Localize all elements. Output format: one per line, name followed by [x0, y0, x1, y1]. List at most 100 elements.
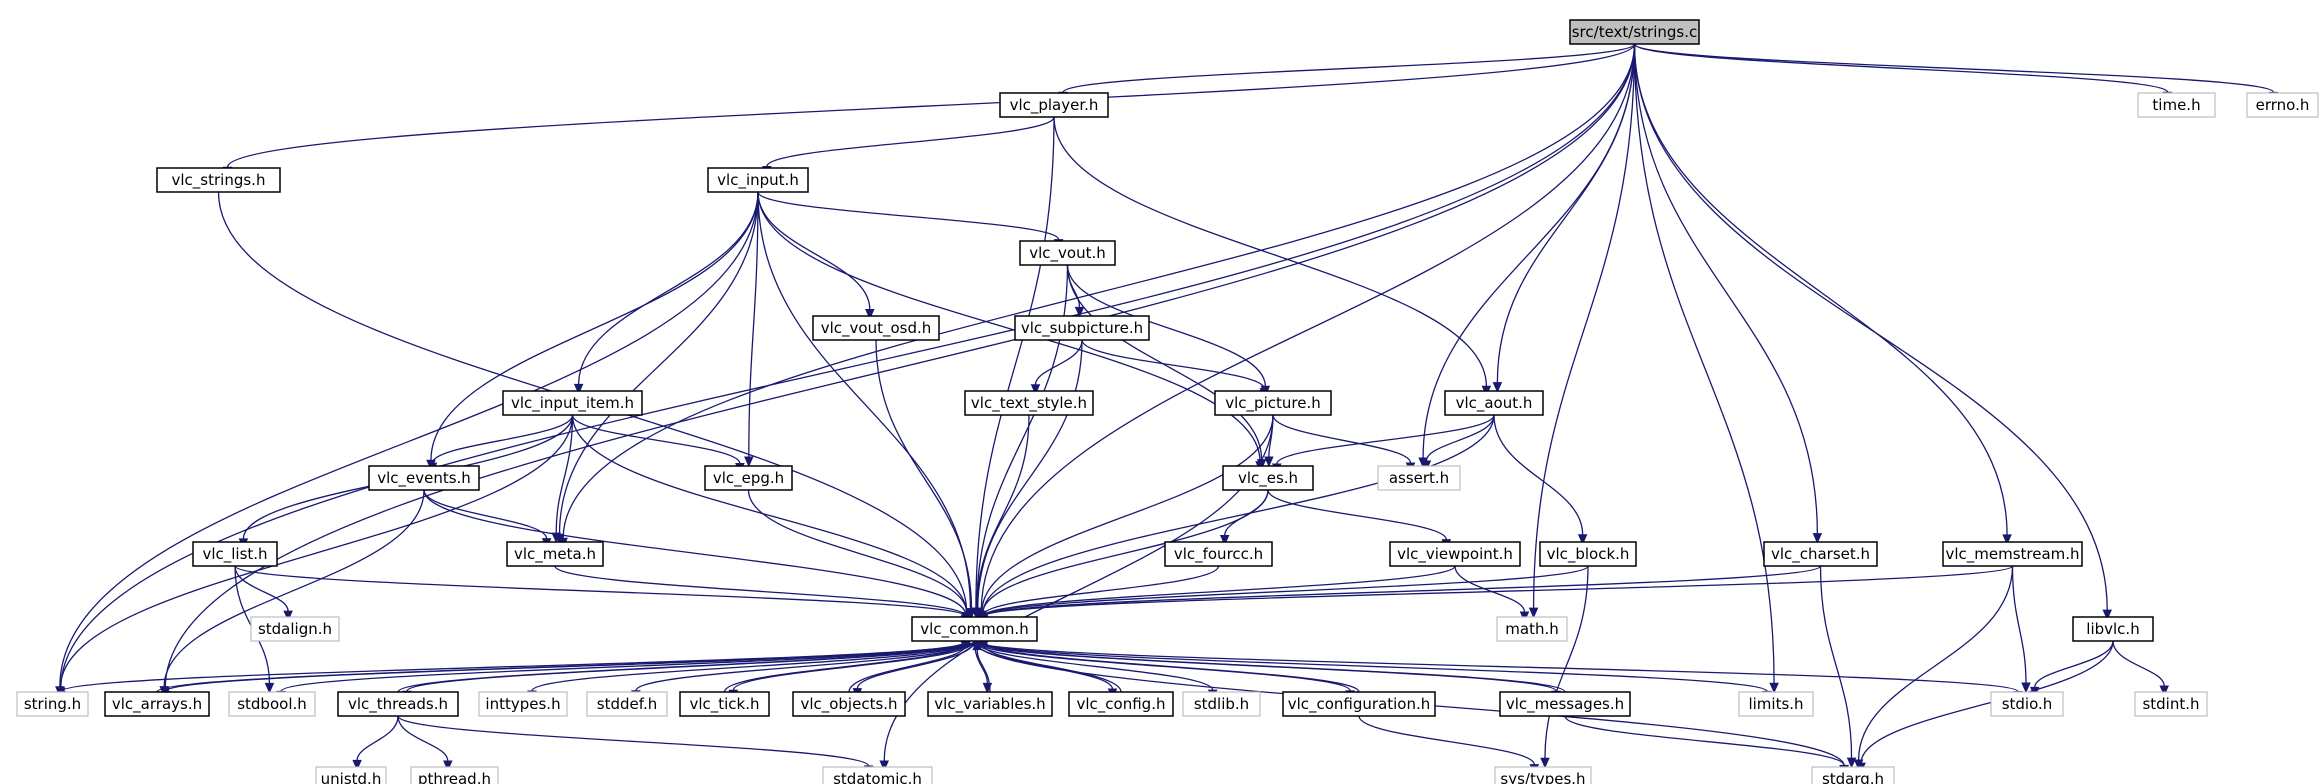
node-vlc-vout[interactable]: vlc_vout.h: [1019, 240, 1116, 266]
node-box: [679, 691, 770, 717]
edge-vlc_memstream-to-stdio_h: [2011, 565, 2031, 694]
node-vlc-objects[interactable]: vlc_objects.h: [792, 691, 906, 717]
node-vlc-messages[interactable]: vlc_messages.h: [1499, 691, 1631, 717]
node-stdlib-h: stdlib.h: [1182, 691, 1261, 717]
edge-vlc_list-to-vlc_common: [234, 565, 971, 627]
edge-vlc_vout-to-vlc_subpicture: [1066, 264, 1085, 318]
node-vlc-memstream[interactable]: vlc_memstream.h: [1942, 541, 2083, 567]
node-box: [1499, 691, 1631, 717]
edge-strings_c-to-limits_h: [1633, 43, 1779, 694]
node-vlc-input[interactable]: vlc_input.h: [707, 167, 809, 193]
node-vlc-events[interactable]: vlc_events.h: [368, 465, 480, 491]
node-math-h: math.h: [1496, 616, 1568, 642]
edge-vlc_messages-to-stdarg_h: [1564, 715, 1849, 776]
edge-vlc_input-to-vlc_input_item: [573, 191, 759, 395]
node-stddef-h: stddef.h: [586, 691, 668, 717]
edge-vlc_list-to-stdalign_h: [234, 565, 293, 622]
node-box: [1569, 19, 1700, 45]
node-vlc-epg[interactable]: vlc_epg.h: [704, 465, 793, 491]
edge-vlc_input-to-vlc_common: [757, 191, 976, 620]
edge-vlc_subpicture-to-vlc_common: [972, 339, 1083, 619]
node-label: inttypes.h: [485, 695, 560, 713]
node-box: [1763, 541, 1878, 567]
edge-vlc_input-to-string_h: [55, 191, 759, 698]
node-label: vlc_text_style.h: [971, 394, 1087, 413]
node-vlc-tick[interactable]: vlc_tick.h: [679, 691, 770, 717]
node-box: [822, 766, 933, 784]
node-box: [1942, 541, 2083, 567]
node-box: [410, 766, 499, 784]
node-label: math.h: [1505, 620, 1558, 638]
node-label: vlc_strings.h: [172, 171, 266, 190]
edge-vlc_meta-to-vlc_common: [554, 565, 971, 627]
edge-vlc_vout-to-vlc_es: [1066, 264, 1267, 470]
node-vlc-variables[interactable]: vlc_variables.h: [927, 691, 1053, 717]
node-box: [192, 541, 278, 567]
node-label: vlc_memstream.h: [1945, 545, 2079, 564]
edges-layer: [55, 43, 2279, 777]
edge-vlc_input_item-to-vlc_common: [571, 414, 972, 624]
edge-vlc_player-to-vlc_common: [971, 116, 1055, 619]
edge-vlc_subpicture-to-vlc_picture: [1081, 339, 1270, 399]
edge-vlc_picture-to-stdatomic_h: [879, 414, 1274, 772]
edge-strings_c-to-vlc_charset: [1633, 43, 1823, 544]
node-label: vlc_subpicture.h: [1021, 319, 1143, 338]
edge-vlc_events-to-vlc_meta: [423, 489, 552, 549]
node-vlc-config[interactable]: vlc_config.h: [1068, 691, 1174, 717]
node-label: vlc_events.h: [377, 469, 471, 488]
edge-strings_c-to-vlc_arrays: [160, 43, 1636, 699]
edge-strings_c-to-vlc_player: [1058, 43, 1636, 103]
edge-vlc_aout-to-vlc_es: [1272, 414, 1495, 475]
node-label: vlc_aout.h: [1456, 394, 1533, 413]
node-vlc-es[interactable]: vlc_es.h: [1222, 465, 1314, 491]
node-vlc-block[interactable]: vlc_block.h: [1539, 541, 1637, 567]
node-vlc-arrays[interactable]: vlc_arrays.h: [104, 691, 210, 717]
node-label: vlc_viewpoint.h: [1397, 545, 1513, 564]
node-label: libvlc.h: [2086, 620, 2139, 638]
node-label: vlc_meta.h: [514, 545, 596, 564]
node-vlc-text-style[interactable]: vlc_text_style.h: [964, 390, 1094, 416]
node-vlc-subpicture[interactable]: vlc_subpicture.h: [1014, 315, 1150, 341]
node-vlc-common[interactable]: vlc_common.h: [911, 616, 1038, 642]
node-vlc-charset[interactable]: vlc_charset.h: [1763, 541, 1878, 567]
node-box: [927, 691, 1053, 717]
node-errno-h: errno.h: [2246, 92, 2319, 118]
node-label: vlc_epg.h: [713, 469, 784, 488]
node-vlc-strings[interactable]: vlc_strings.h: [156, 167, 281, 193]
node-vlc-aout[interactable]: vlc_aout.h: [1444, 390, 1544, 416]
node-vlc-list[interactable]: vlc_list.h: [192, 541, 278, 567]
node-box: [315, 766, 387, 784]
node-label: stdatomic.h: [833, 770, 922, 784]
node-box: [704, 465, 793, 491]
edge-vlc_fourcc-to-vlc_common: [978, 565, 1220, 626]
node-box: [250, 616, 340, 642]
node-vlc-viewpoint[interactable]: vlc_viewpoint.h: [1389, 541, 1521, 567]
node-box: [2134, 691, 2208, 717]
edge-vlc_threads-to-stdatomic_h: [397, 715, 874, 777]
node-vlc-picture[interactable]: vlc_picture.h: [1214, 390, 1332, 416]
node-vlc-vout-osd[interactable]: vlc_vout_osd.h: [812, 315, 940, 341]
node-box: [586, 691, 668, 717]
node-box: [1539, 541, 1637, 567]
node-vlc-configuration[interactable]: vlc_configuration.h: [1282, 691, 1436, 717]
node-box: [911, 616, 1038, 642]
edge-strings_c-to-vlc_memstream: [1633, 43, 2012, 546]
node-box: [478, 691, 568, 717]
node-label: limits.h: [1748, 695, 1803, 713]
node-vlc-fourcc[interactable]: vlc_fourcc.h: [1164, 541, 1273, 567]
node-box: [1496, 616, 1568, 642]
node-label: vlc_block.h: [1547, 545, 1630, 564]
node-strings-c[interactable]: src/text/strings.c: [1569, 19, 1700, 45]
edge-vlc_picture-to-assert_h: [1272, 414, 1416, 474]
node-libvlc[interactable]: libvlc.h: [2072, 616, 2154, 642]
node-vlc-input-item[interactable]: vlc_input_item.h: [502, 390, 643, 416]
node-box: [792, 691, 906, 717]
node-box: [337, 691, 459, 717]
node-vlc-meta[interactable]: vlc_meta.h: [506, 541, 604, 567]
node-stdbool-h: stdbool.h: [228, 691, 316, 717]
node-label: vlc_input_item.h: [511, 394, 634, 413]
node-label: vlc_vout.h: [1029, 244, 1106, 263]
node-label: stdarg.h: [1822, 770, 1884, 784]
node-vlc-threads[interactable]: vlc_threads.h: [337, 691, 459, 717]
node-vlc-player[interactable]: vlc_player.h: [999, 92, 1109, 118]
